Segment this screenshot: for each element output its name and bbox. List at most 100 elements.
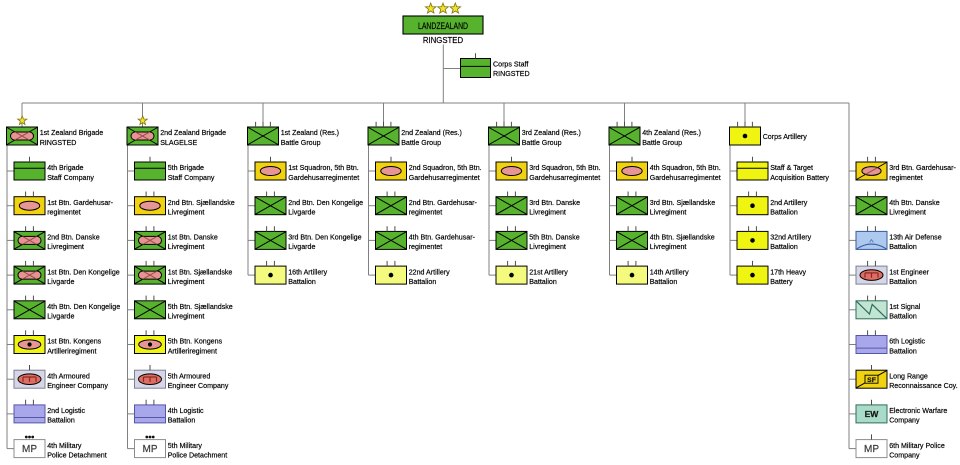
svg-text:32nd Artillery: 32nd Artillery — [770, 234, 811, 242]
svg-text:4th Military: 4th Military — [47, 442, 82, 450]
svg-text:SLAGELSE: SLAGELSE — [160, 139, 197, 147]
svg-text:Artilleriregiment: Artilleriregiment — [168, 347, 217, 355]
svg-text:Acquisition Battery: Acquisition Battery — [770, 174, 829, 182]
svg-text:2nd Btn. Sjællandske: 2nd Btn. Sjællandske — [168, 199, 235, 207]
svg-text:regimentet: regimentet — [409, 243, 443, 251]
svg-text:Battery: Battery — [770, 278, 793, 286]
svg-text:Livregiment: Livregiment — [47, 243, 84, 251]
svg-text:Gardehusarregimentet: Gardehusarregimentet — [650, 174, 721, 182]
svg-text:Gardehusarregimentet: Gardehusarregimentet — [529, 174, 600, 182]
svg-text:Livregiment: Livregiment — [168, 278, 205, 286]
svg-text:4th Btn. Den Kongelige: 4th Btn. Den Kongelige — [47, 303, 120, 311]
svg-text:2nd Zealand Brigade: 2nd Zealand Brigade — [160, 129, 226, 137]
svg-text:Engineer Company: Engineer Company — [47, 382, 108, 390]
svg-text:1st Zealand Brigade: 1st Zealand Brigade — [40, 129, 104, 137]
svg-text:3rd Zealand (Res.): 3rd Zealand (Res.) — [522, 129, 581, 137]
svg-text:4th Btn. Sjællandske: 4th Btn. Sjællandske — [650, 234, 715, 242]
svg-text:Battalion: Battalion — [889, 347, 917, 355]
svg-text:5th Military: 5th Military — [168, 442, 203, 450]
svg-text:Livregiment: Livregiment — [168, 243, 205, 251]
svg-text:Livgarde: Livgarde — [47, 313, 74, 321]
svg-text:Battalion: Battalion — [529, 278, 557, 286]
svg-text:2nd Btn. Danske: 2nd Btn. Danske — [47, 234, 100, 242]
svg-text:5th Btn. Kongens: 5th Btn. Kongens — [168, 338, 223, 346]
svg-text:2nd Squadron, 5th Btn.: 2nd Squadron, 5th Btn. — [409, 164, 482, 172]
svg-text:Gardehusarregimentet: Gardehusarregimentet — [409, 174, 480, 182]
svg-text:regimentet: regimentet — [889, 174, 923, 182]
svg-text:2nd Btn. Den Kongelige: 2nd Btn. Den Kongelige — [288, 199, 363, 207]
svg-text:Battalion: Battalion — [770, 209, 798, 217]
svg-text:3rd Btn. Danske: 3rd Btn. Danske — [529, 199, 580, 207]
svg-text:LANDZEALAND: LANDZEALAND — [418, 21, 468, 32]
svg-text:4th Brigade: 4th Brigade — [47, 164, 83, 172]
svg-text:Battle Group: Battle Group — [281, 139, 321, 147]
svg-text:Battalion: Battalion — [168, 417, 196, 425]
svg-text:1st Btn. Kongens: 1st Btn. Kongens — [47, 338, 101, 346]
svg-text:Battle Group: Battle Group — [522, 139, 562, 147]
svg-text:Livregiment: Livregiment — [168, 313, 205, 321]
svg-text:Electronic Warfare: Electronic Warfare — [889, 407, 947, 415]
svg-text:4th Btn. Danske: 4th Btn. Danske — [889, 199, 940, 207]
svg-text:Livregiment: Livregiment — [529, 209, 566, 217]
svg-text:Battalion: Battalion — [47, 417, 75, 425]
svg-text:MP: MP — [22, 444, 37, 455]
svg-text:Livregiment: Livregiment — [650, 209, 687, 217]
svg-text:Reconnaissance Coy.: Reconnaissance Coy. — [889, 382, 958, 390]
svg-text:Battalion: Battalion — [889, 313, 917, 321]
svg-text:Livgarde: Livgarde — [47, 278, 74, 286]
svg-text:1st Engineer: 1st Engineer — [889, 268, 929, 276]
svg-text:Battalion: Battalion — [288, 278, 316, 286]
svg-text:Staff & Target: Staff & Target — [770, 164, 813, 172]
svg-text:Battalion: Battalion — [409, 278, 437, 286]
svg-text:4th Armoured: 4th Armoured — [47, 372, 90, 380]
svg-text:3rd Squadron, 5th Btn.: 3rd Squadron, 5th Btn. — [529, 164, 600, 172]
svg-text:Engineer Company: Engineer Company — [168, 382, 229, 390]
svg-text:MP: MP — [864, 444, 879, 455]
svg-text:MP: MP — [143, 444, 158, 455]
svg-text:3rd Btn. Sjællandske: 3rd Btn. Sjællandske — [650, 199, 716, 207]
svg-text:Livregiment: Livregiment — [650, 243, 687, 251]
svg-text:Gardehusarregimentet: Gardehusarregimentet — [288, 174, 359, 182]
svg-text:14th Artillery: 14th Artillery — [650, 268, 689, 276]
svg-text:2nd Zealand (Res.): 2nd Zealand (Res.) — [401, 129, 462, 137]
svg-text:Livregiment: Livregiment — [529, 243, 566, 251]
svg-text:6th Logistic: 6th Logistic — [889, 338, 925, 346]
svg-text:1st Signal: 1st Signal — [889, 303, 921, 311]
svg-text:1st Btn. Sjællandske: 1st Btn. Sjællandske — [168, 268, 233, 276]
svg-text:Battalion: Battalion — [889, 278, 917, 286]
svg-text:Battalion: Battalion — [770, 243, 798, 251]
svg-text:RINGSTED: RINGSTED — [423, 36, 464, 45]
svg-text:Company: Company — [889, 451, 920, 459]
svg-text:4th Squadron, 5th Btn.: 4th Squadron, 5th Btn. — [650, 164, 721, 172]
svg-text:17th Heavy: 17th Heavy — [770, 268, 806, 276]
svg-text:21st Artillery: 21st Artillery — [529, 268, 568, 276]
svg-text:1st Zealand (Res.): 1st Zealand (Res.) — [281, 129, 339, 137]
svg-text:Long Range: Long Range — [889, 372, 928, 380]
svg-text:Artilleriregiment: Artilleriregiment — [47, 347, 96, 355]
svg-text:22nd Artillery: 22nd Artillery — [409, 268, 450, 276]
svg-text:Battle Group: Battle Group — [401, 139, 441, 147]
svg-text:regimentet: regimentet — [47, 209, 81, 217]
svg-text:SF: SF — [867, 377, 876, 384]
svg-text:Livgarde: Livgarde — [288, 209, 315, 217]
svg-text:RINGSTED: RINGSTED — [40, 139, 77, 147]
svg-text:Battalion: Battalion — [889, 243, 917, 251]
svg-text:4th Btn. Gardehusar-: 4th Btn. Gardehusar- — [409, 234, 476, 242]
svg-text:3rd Btn. Gardehusar-: 3rd Btn. Gardehusar- — [889, 164, 956, 172]
svg-text:Police Detachment: Police Detachment — [168, 451, 228, 459]
svg-text:5th Btn. Sjællandske: 5th Btn. Sjællandske — [168, 303, 233, 311]
svg-text:6th Military Police: 6th Military Police — [889, 442, 945, 450]
svg-text:5th Brigade: 5th Brigade — [168, 164, 204, 172]
svg-text:Staff Company: Staff Company — [168, 174, 215, 182]
svg-text:2nd Artillery: 2nd Artillery — [770, 199, 808, 207]
svg-text:3rd Btn. Den Kongelige: 3rd Btn. Den Kongelige — [288, 234, 361, 242]
svg-text:Company: Company — [889, 417, 920, 425]
svg-text:4th Logistic: 4th Logistic — [168, 407, 204, 415]
svg-text:Livregiment: Livregiment — [889, 209, 926, 217]
svg-text:Corps Staff: Corps Staff — [493, 61, 528, 69]
svg-text:1st Btn. Danske: 1st Btn. Danske — [168, 234, 218, 242]
svg-text:Battle Group: Battle Group — [642, 139, 682, 147]
svg-text:16th Artillery: 16th Artillery — [288, 268, 327, 276]
svg-text:2nd Btn. Gardehusar-: 2nd Btn. Gardehusar- — [409, 199, 478, 207]
svg-text:RINGSTED: RINGSTED — [493, 70, 530, 78]
